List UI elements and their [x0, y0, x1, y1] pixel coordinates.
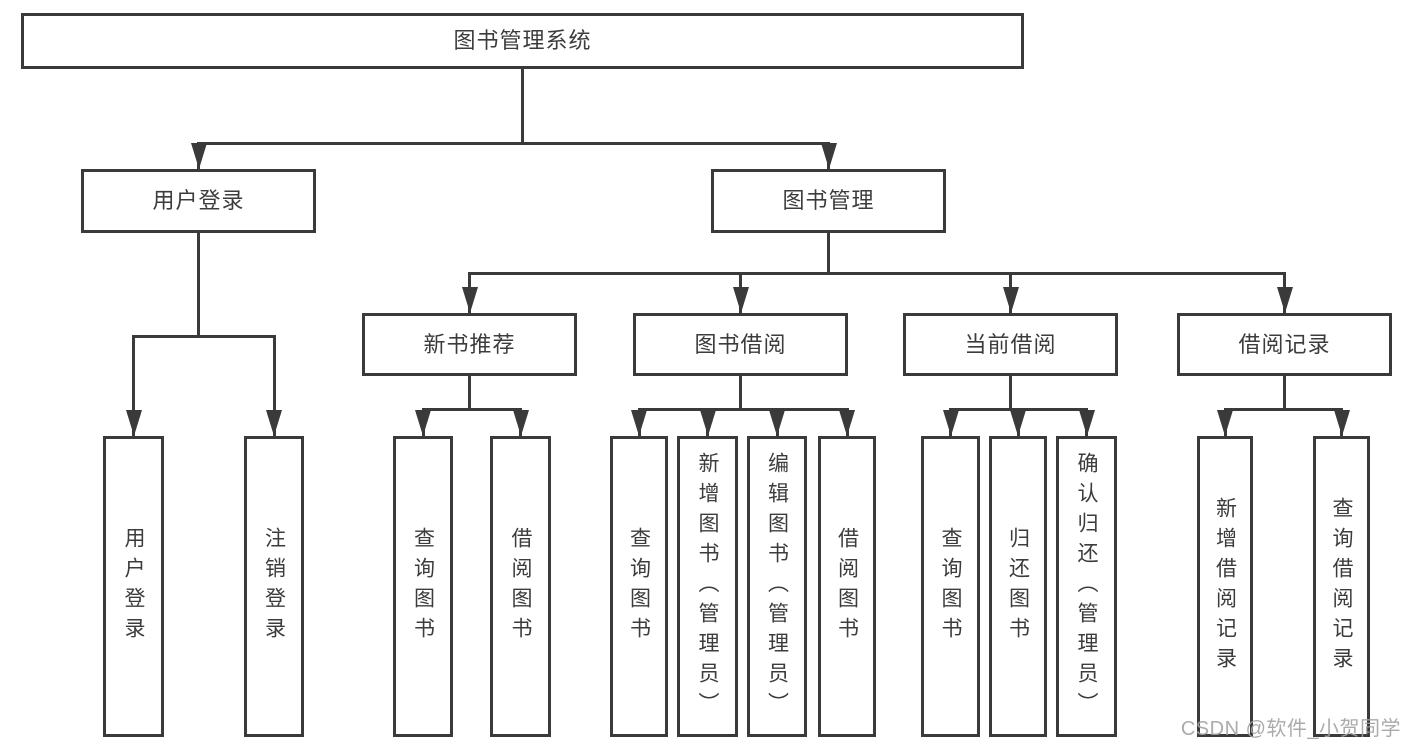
connector-line	[637, 407, 849, 411]
arrowhead-down-icon	[820, 143, 837, 169]
node-label: 用户登录	[122, 526, 145, 647]
connector-line	[468, 271, 1286, 275]
arrowhead-down-icon	[699, 410, 716, 436]
connector-line	[1009, 376, 1012, 409]
node-cb-confirm-return: 确认归还（管理员）	[1056, 436, 1117, 737]
node-bb-borrow-book: 借阅图书	[818, 436, 876, 737]
node-cb-query-book: 查询图书	[921, 436, 980, 737]
connector-line	[132, 334, 276, 338]
node-nbr-borrow-book: 借阅图书	[490, 436, 551, 737]
node-new-book-rec: 新书推荐	[362, 313, 577, 376]
connector-line	[197, 233, 200, 336]
arrowhead-down-icon	[942, 410, 959, 436]
node-user-login: 用户登录	[81, 169, 316, 233]
connector-line	[739, 376, 742, 409]
arrowhead-down-icon	[732, 287, 749, 313]
node-br-query-record: 查询借阅记录	[1313, 436, 1370, 737]
connector-line	[1223, 407, 1343, 411]
csdn-watermark: CSDN @软件_小贺同学	[1180, 718, 1401, 740]
node-label: 确认归还（管理员）	[1075, 451, 1098, 722]
arrowhead-down-icon	[1010, 410, 1026, 436]
arrowhead-down-icon	[1276, 287, 1293, 313]
arrowhead-down-icon	[1078, 410, 1095, 436]
node-label: 用户登录	[152, 188, 245, 213]
node-label: 查询图书	[939, 526, 962, 647]
node-bb-edit-book: 编辑图书（管理员）	[747, 436, 807, 737]
node-label: 新增借阅记录	[1213, 496, 1237, 677]
arrowhead-down-icon	[266, 410, 282, 436]
arrowhead-down-icon	[631, 410, 647, 436]
node-leaf-user-login: 用户登录	[103, 436, 164, 737]
node-root: 图书管理系统	[21, 13, 1024, 69]
node-label: 图书管理系统	[453, 28, 592, 53]
node-label: 借阅图书	[835, 526, 859, 647]
arrowhead-down-icon	[1217, 410, 1233, 436]
arrowhead-down-icon	[1002, 287, 1019, 313]
node-label: 新书推荐	[423, 331, 516, 357]
connector-line	[421, 407, 522, 411]
node-label: 查询借阅记录	[1330, 496, 1353, 677]
connector-line	[132, 336, 135, 436]
node-current-borrow: 当前借阅	[903, 313, 1118, 376]
connector-line	[827, 233, 830, 273]
node-label: 借阅记录	[1238, 331, 1331, 357]
node-label: 查询图书	[627, 526, 651, 647]
node-label: 当前借阅	[964, 331, 1057, 357]
arrowhead-down-icon	[190, 143, 207, 169]
node-label: 注销登录	[262, 526, 286, 647]
node-label: 图书借阅	[694, 331, 787, 357]
node-label: 查询图书	[411, 526, 435, 647]
arrowhead-down-icon	[1333, 410, 1350, 436]
arrowhead-down-icon	[125, 410, 142, 436]
node-label: 归还图书	[1006, 526, 1030, 647]
node-bb-query-book: 查询图书	[610, 436, 668, 737]
arrowhead-down-icon	[461, 287, 478, 313]
node-label: 编辑图书（管理员）	[765, 451, 789, 722]
node-label: 新增图书（管理员）	[696, 451, 719, 722]
connector-line	[468, 376, 471, 409]
connector-line	[1283, 376, 1286, 409]
node-book-mgmt: 图书管理	[711, 169, 946, 233]
node-leaf-logout: 注销登录	[244, 436, 304, 737]
arrowhead-down-icon	[415, 410, 431, 436]
node-label: 借阅图书	[509, 526, 532, 647]
connector-line	[197, 141, 830, 145]
arrowhead-down-icon	[512, 410, 529, 436]
connector-line	[521, 69, 524, 143]
node-book-borrow: 图书借阅	[633, 313, 848, 376]
node-cb-return-book: 归还图书	[989, 436, 1047, 737]
node-label: 图书管理	[782, 188, 875, 213]
node-borrow-record: 借阅记录	[1177, 313, 1392, 376]
node-bb-add-book: 新增图书（管理员）	[677, 436, 738, 737]
node-nbr-query-book: 查询图书	[393, 436, 453, 737]
connector-line	[272, 336, 276, 436]
arrowhead-down-icon	[769, 410, 785, 436]
arrowhead-down-icon	[839, 410, 855, 436]
node-br-add-record: 新增借阅记录	[1197, 436, 1253, 737]
